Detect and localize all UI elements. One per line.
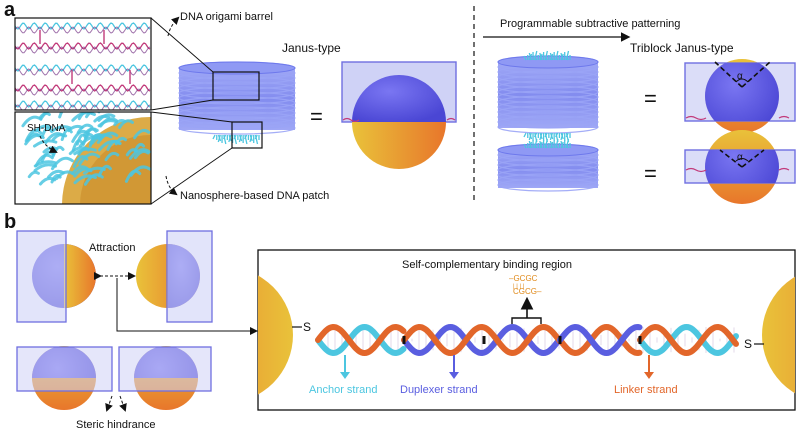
zoom-line-1 — [150, 17, 214, 73]
patch-callout-label: Nanosphere-based DNA patch — [180, 190, 329, 202]
sh-dna-arrow — [39, 135, 58, 153]
zoom-line-3 — [150, 111, 233, 123]
patterning-caption: Programmable subtractive patterning — [500, 18, 680, 30]
janus-barrel — [178, 61, 296, 149]
steric-arrow-right — [119, 395, 127, 412]
linker-arrow-head — [644, 372, 654, 379]
origami-callout-arrow — [167, 16, 180, 37]
equals-sign-3: = — [644, 161, 657, 186]
sh-dna-label: SH-DNA — [27, 123, 66, 134]
seq-bottom: CGCG– — [513, 287, 542, 296]
origami-inset — [15, 18, 151, 110]
anchor-label: Anchor strand — [309, 384, 377, 396]
origami-callout-label: DNA origami barrel — [180, 11, 273, 23]
duplexer-arrow-head — [449, 372, 459, 379]
triblock-title: Triblock Janus-type — [630, 41, 734, 55]
patch-callout-arrow — [165, 175, 178, 196]
alpha-label-2: α — [737, 152, 743, 163]
origami-inset-frame — [14, 17, 152, 111]
janus-title: Janus-type — [282, 41, 341, 55]
seq-top: –GCGC — [509, 274, 538, 283]
zoom-line-4 — [150, 147, 233, 205]
thiol-right: S — [744, 337, 752, 351]
nanosphere-inset-frame — [14, 111, 152, 205]
thiol-left: S — [303, 320, 311, 334]
attraction-pair — [16, 230, 213, 323]
attraction-label: Attraction — [89, 242, 135, 254]
zoom-in-arrow — [116, 278, 258, 335]
barrel-zoom-box — [212, 71, 260, 101]
anchor-arrow-head — [340, 372, 350, 379]
triblock-schematic-2: α — [684, 130, 796, 204]
steric-arrow-left — [105, 395, 113, 412]
zoom-line-2 — [150, 99, 214, 111]
triblock-barrel-bottom — [497, 138, 599, 192]
binding-bracket — [511, 317, 542, 324]
steric-pair — [16, 346, 212, 410]
right-nanosphere-edge — [762, 276, 795, 394]
steric-label: Steric hindrance — [76, 419, 156, 431]
left-nanosphere-edge — [258, 275, 293, 395]
janus-schematic — [341, 61, 457, 169]
linker-label: Linker strand — [614, 384, 678, 396]
panel-a-letter: a — [4, 0, 16, 21]
panel-b-letter: b — [4, 211, 16, 233]
triblock-schematic-1: α — [684, 59, 796, 133]
binding-region-title: Self-complementary binding region — [402, 259, 572, 271]
equals-sign-2: = — [644, 86, 657, 111]
dna-duplex — [315, 323, 739, 357]
patch-zoom-box — [231, 121, 263, 149]
nanosphere-inset — [15, 112, 151, 204]
seq-mid: | | | | — [513, 284, 525, 290]
equals-sign-1: = — [310, 104, 323, 129]
duplexer-label: Duplexer strand — [400, 384, 478, 396]
triblock-barrel-top — [497, 50, 599, 143]
alpha-label-1: α — [737, 71, 743, 82]
